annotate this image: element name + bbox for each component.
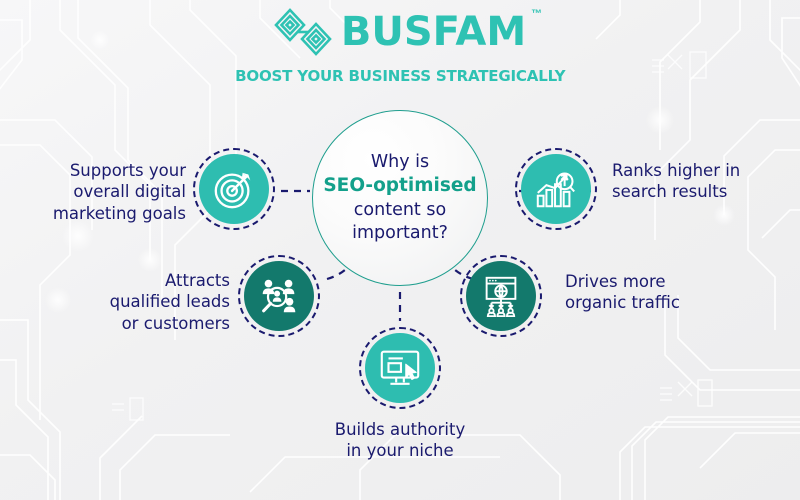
label-line: Ranks higher in	[612, 161, 741, 180]
node-icon-disc	[365, 333, 435, 403]
label-line: search results	[612, 182, 728, 202]
hub-highlight-seo-optimised: SEO-optimised	[323, 175, 477, 197]
logo-wordmark: BUSFAM	[340, 9, 527, 55]
label-ranks-higher: Ranks higher in search results	[612, 160, 797, 203]
people-search-magnifier-icon	[262, 279, 296, 313]
node-dashed-ring	[460, 255, 542, 337]
logo-row: BUSFAM ™	[274, 6, 542, 58]
central-question-circle: Why is SEO-optimised content so importan…	[312, 110, 488, 286]
label-line: organic traffic	[565, 293, 680, 313]
bar-chart-growth-magnifier-icon	[536, 172, 575, 208]
node-dashed-ring	[515, 148, 597, 230]
node-builds-authority[interactable]	[359, 327, 441, 409]
label-line: or customers	[121, 313, 230, 333]
label-line: in your niche	[346, 441, 454, 461]
node-icon-disc	[244, 261, 314, 331]
label-line: Drives more	[565, 272, 666, 291]
label-line: overall digital	[73, 182, 186, 202]
node-dashed-ring	[238, 255, 320, 337]
hub-line-3: content so	[353, 199, 447, 220]
logo-wordmark-wrap: BUSFAM ™	[340, 8, 542, 55]
label-attracts-leads: Attracts qualified leads or customers	[52, 270, 230, 334]
label-builds-authority: Builds authority in your niche	[290, 419, 510, 462]
hub-line-1: Why is	[370, 151, 430, 172]
hub-line-4: important?	[352, 222, 448, 243]
label-line: Builds authority	[334, 420, 466, 439]
node-attracts-leads[interactable]	[238, 255, 320, 337]
label-line: marketing goals	[52, 203, 186, 223]
node-dashed-ring	[193, 148, 275, 230]
label-supports-goals: Supports your overall digital marketing …	[14, 160, 186, 224]
desktop-monitor-cursor-icon	[380, 350, 420, 385]
node-dashed-ring	[359, 327, 441, 409]
central-question-text: Why is SEO-optimised content so importan…	[315, 151, 484, 245]
node-icon-disc	[521, 154, 591, 224]
node-drives-traffic[interactable]	[460, 255, 542, 337]
interlocking-diamond-maze-icon	[274, 8, 332, 56]
label-line: Attracts	[165, 271, 230, 290]
node-supports-goals[interactable]	[193, 148, 275, 230]
brand-logo: BUSFAM ™ BOOST YOUR BUSINESS STRATEGICAL…	[0, 6, 800, 85]
node-icon-disc	[199, 154, 269, 224]
label-line: Supports your	[69, 161, 186, 180]
brand-tagline: BOOST YOUR BUSINESS STRATEGICALLY	[234, 67, 566, 85]
trademark-symbol: ™	[531, 8, 543, 20]
label-drives-traffic: Drives more organic traffic	[565, 271, 745, 314]
node-ranks-higher[interactable]	[515, 148, 597, 230]
browser-globe-users-icon	[485, 276, 517, 318]
node-icon-disc	[466, 261, 536, 331]
target-dartboard-arrow-icon	[214, 172, 251, 209]
label-line: qualified leads	[109, 292, 230, 312]
